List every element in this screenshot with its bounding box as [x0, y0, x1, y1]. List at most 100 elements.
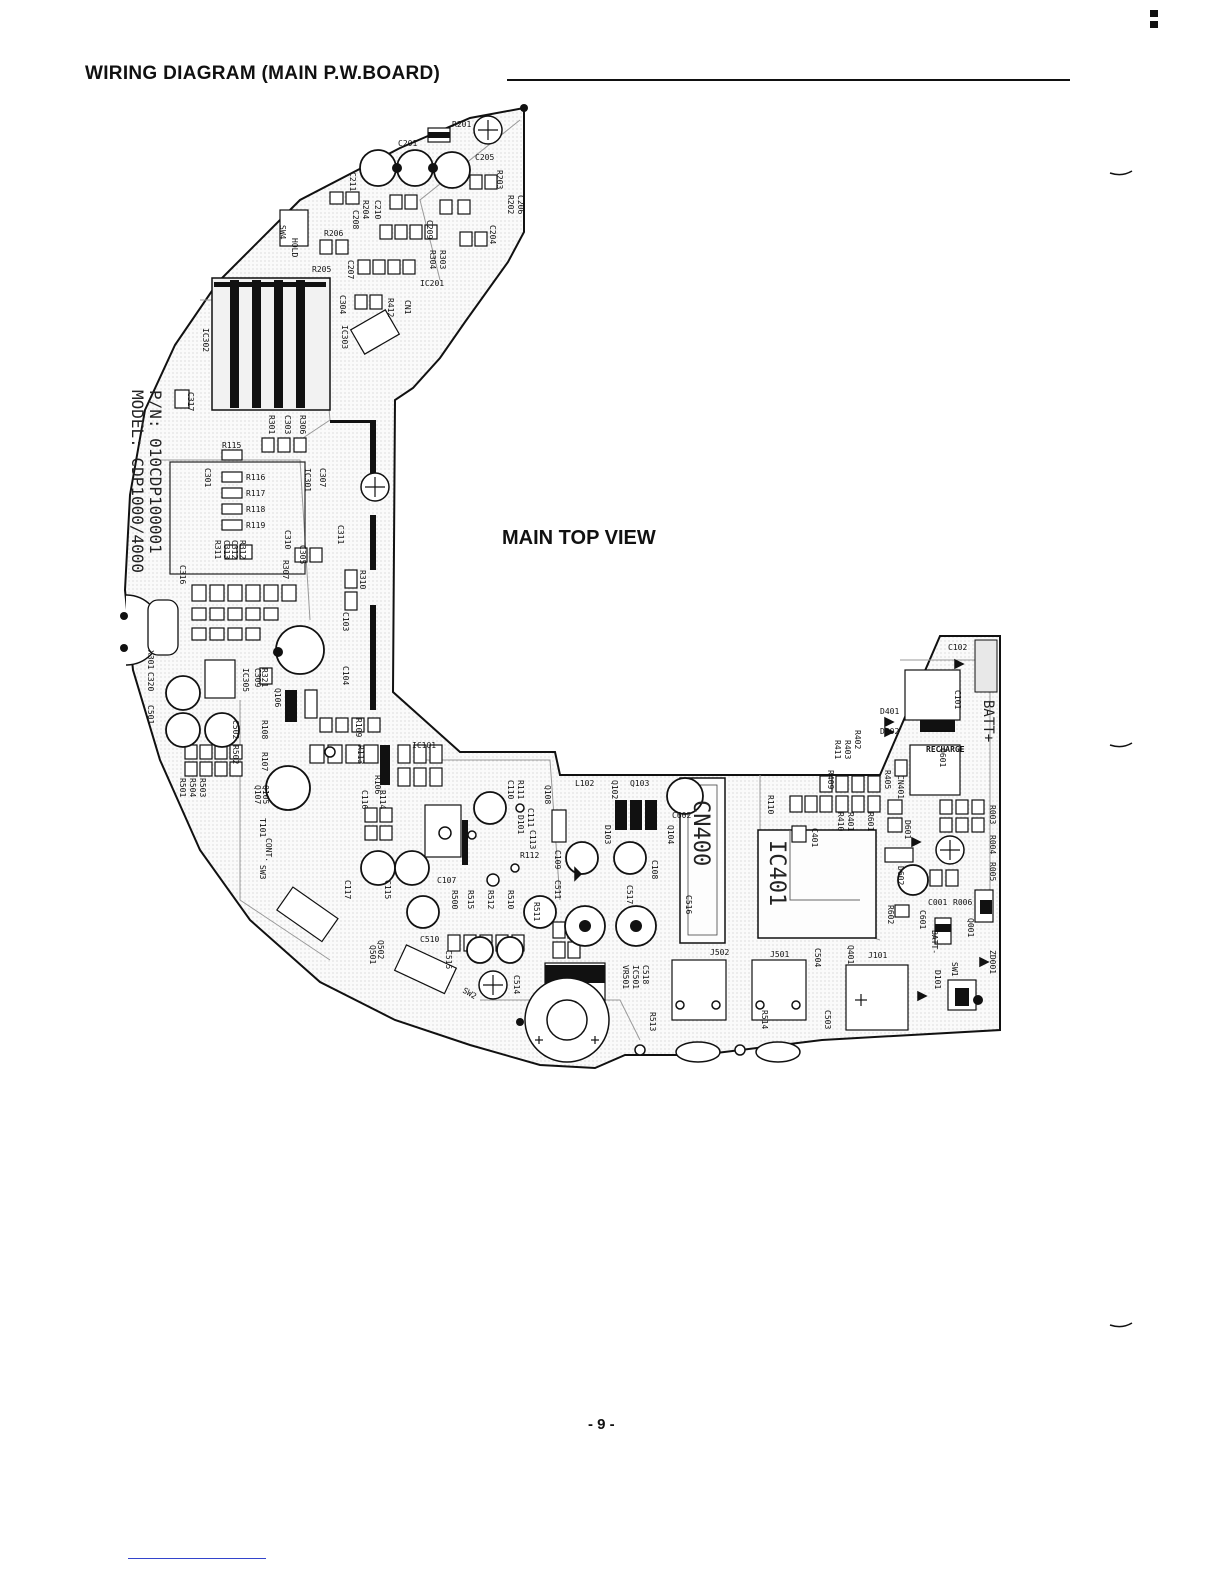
component-label: R515: [466, 890, 475, 909]
component-label: D103: [603, 825, 612, 844]
component-label: C514: [512, 975, 521, 994]
component-label: Q103: [630, 779, 649, 788]
component-label: R405: [883, 770, 892, 789]
component-label: Q501: [368, 945, 377, 964]
component-label: C516: [684, 895, 693, 914]
component-label: C211: [348, 172, 357, 191]
part-number-label: P/N: 010CDP100001: [146, 390, 165, 554]
component-label: R512: [486, 890, 495, 909]
component-label: J501: [770, 950, 789, 959]
component-label: D402: [880, 727, 899, 736]
recharge-label: RECHARGE: [926, 745, 965, 754]
component-label: C208: [351, 210, 360, 229]
component-label: Q502: [376, 940, 385, 959]
component-label: IC301: [303, 468, 312, 492]
component-label: D401: [880, 707, 899, 716]
component-label: C311: [336, 525, 345, 544]
component-label: C515: [444, 950, 453, 969]
board-junction-dots: [120, 104, 528, 1026]
component-label: C210: [373, 200, 382, 219]
component-label: R113: [356, 745, 365, 764]
component-label: C103: [341, 612, 350, 631]
component-label: C309: [253, 668, 262, 687]
mounting-hole-crosses: [365, 120, 960, 1044]
component-label: Q401: [846, 945, 855, 964]
component-label: IC201: [420, 279, 444, 288]
component-label: SW1: [950, 962, 959, 977]
component-label: C401: [810, 828, 819, 847]
component-label: R119: [246, 521, 265, 530]
component-label: Q106: [273, 688, 282, 707]
component-label: IC101: [412, 741, 436, 750]
hold-label: HOLD: [290, 238, 299, 257]
component-label: R311: [213, 540, 222, 559]
diode-marks: [574, 658, 990, 1002]
component-label: Q102: [610, 780, 619, 799]
component-label: C111: [526, 808, 535, 827]
component-label: R003: [988, 805, 997, 824]
component-label: X301: [146, 650, 155, 669]
component-label: C602: [672, 811, 691, 820]
ic401-label: IC401: [764, 840, 789, 906]
component-label: C115: [383, 880, 392, 899]
component-label: R602: [886, 905, 895, 924]
ic301-outline: [169, 461, 306, 575]
component-label: Q108: [543, 785, 552, 804]
component-label: C501: [146, 705, 155, 724]
component-label: R107: [260, 752, 269, 771]
component-label: C205: [475, 153, 494, 162]
title-rule: [507, 79, 1070, 81]
component-label: R303: [438, 250, 447, 269]
component-label: C320: [146, 672, 155, 691]
component-label: Q105: [261, 785, 270, 804]
component-label: IC303: [340, 325, 349, 349]
component-label: C204: [488, 225, 497, 244]
component-label: C117: [343, 880, 352, 899]
component-label: R005: [988, 862, 997, 881]
component-label: C313: [222, 540, 231, 559]
component-label: SW3: [258, 865, 267, 880]
model-label: MODEL: CDP1000/4000: [128, 390, 147, 573]
component-label: R203: [495, 170, 504, 189]
component-label: C511: [553, 880, 562, 899]
component-label: R510: [506, 890, 515, 909]
component-label: C310: [283, 530, 292, 549]
component-label: C201: [398, 139, 417, 148]
main-top-view-label: MAIN TOP VIEW: [502, 527, 656, 549]
component-label: R310: [358, 570, 367, 589]
component-label: J502: [710, 948, 729, 957]
component-label: C116: [360, 790, 369, 809]
component-label: R403: [843, 740, 852, 759]
component-label: ZD001: [988, 950, 997, 974]
component-label: C209: [425, 220, 434, 239]
component-label: R514: [760, 1010, 769, 1029]
component-label: R205: [312, 265, 331, 274]
component-label: CN1: [403, 300, 412, 315]
component-label: C601: [918, 910, 927, 929]
component-label: R110: [766, 795, 775, 814]
cn400-connector: [679, 777, 726, 944]
board-outline: [123, 106, 1001, 1070]
component-label: R321: [260, 668, 269, 687]
component-label: C518: [641, 965, 650, 984]
component-label: R006: [953, 898, 972, 907]
component-label: R410: [836, 812, 845, 831]
component-label: R601: [866, 812, 875, 831]
component-label: Q104: [666, 825, 675, 844]
component-label: C303: [283, 415, 292, 434]
component-label: IC305: [241, 668, 250, 692]
component-label: C207: [346, 260, 355, 279]
component-label: C312: [230, 540, 239, 559]
component-label: D101: [516, 815, 525, 834]
passive-components: [174, 127, 994, 1031]
batt-plus-pad: [974, 639, 998, 693]
component-label: IC302: [201, 328, 210, 352]
component-label: R112: [520, 851, 539, 860]
electrolytic-capacitors: [165, 149, 929, 964]
component-label: C502: [231, 720, 240, 739]
component-label: SW4: [278, 225, 287, 240]
component-label: C104: [341, 666, 350, 685]
component-label: C110: [506, 780, 515, 799]
ic302-heatsink: [211, 277, 331, 411]
component-label: R503: [198, 778, 207, 797]
